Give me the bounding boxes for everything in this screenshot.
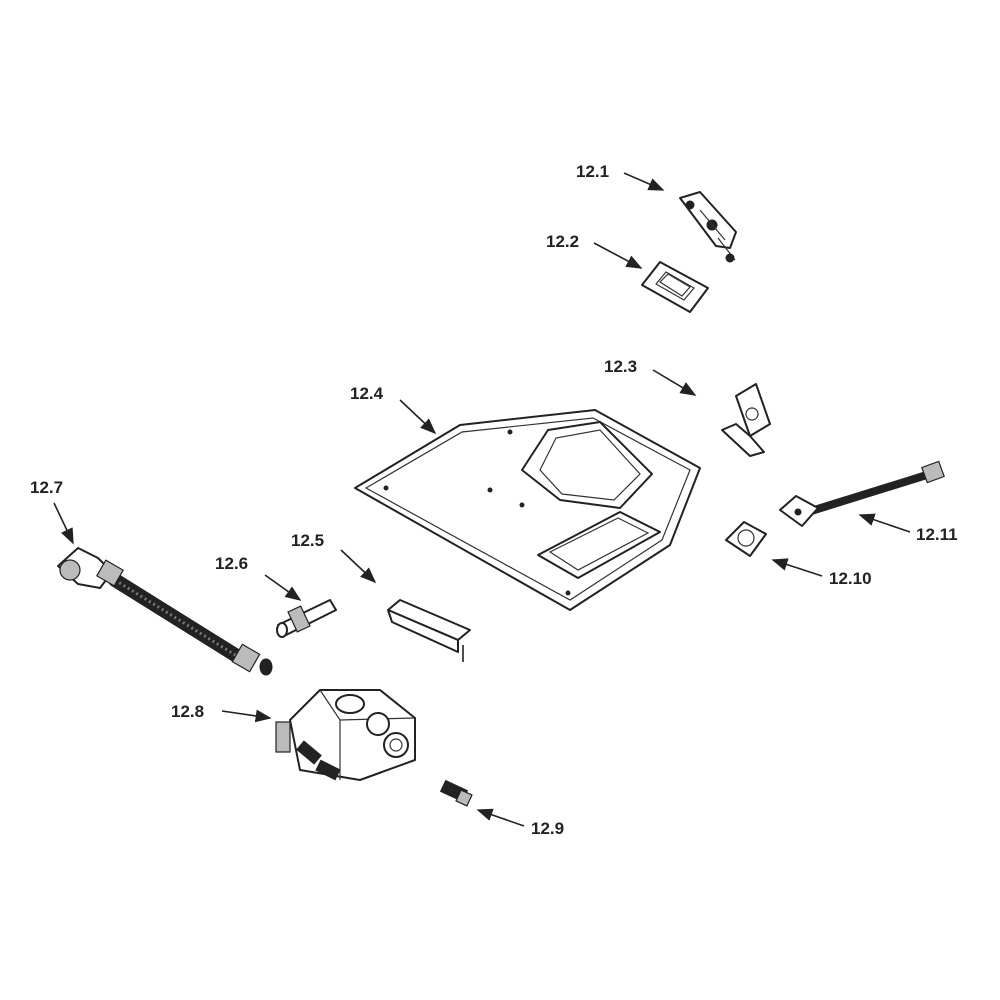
part-12-7-flex-hose xyxy=(57,547,273,676)
part-12-8-gas-valve xyxy=(275,689,416,781)
part-12-11-tube xyxy=(779,460,945,527)
part-12-9-fitting xyxy=(439,779,473,807)
part-12-4-base-plate xyxy=(354,409,701,611)
part-12-3-bracket xyxy=(721,383,771,457)
label-12-4: 12.4 xyxy=(350,384,384,403)
label-12-5: 12.5 xyxy=(291,531,324,550)
part-12-10-gasket xyxy=(725,521,767,557)
label-12-1: 12.1 xyxy=(576,162,609,181)
label-12-10: 12.10 xyxy=(829,569,872,588)
label-12-11: 12.11 xyxy=(916,525,958,544)
leader-arrows xyxy=(53,172,911,827)
label-12-3: 12.3 xyxy=(604,357,637,376)
part-12-6-fitting xyxy=(276,599,337,638)
label-12-2: 12.2 xyxy=(546,232,579,251)
label-12-9: 12.9 xyxy=(531,819,564,838)
label-12-8: 12.8 xyxy=(171,702,204,721)
label-12-7: 12.7 xyxy=(30,478,63,497)
label-12-6: 12.6 xyxy=(215,554,248,573)
part-12-1-bracket xyxy=(679,191,737,263)
part-12-5-bracket xyxy=(387,599,471,662)
part-12-2-gasket xyxy=(641,261,709,313)
